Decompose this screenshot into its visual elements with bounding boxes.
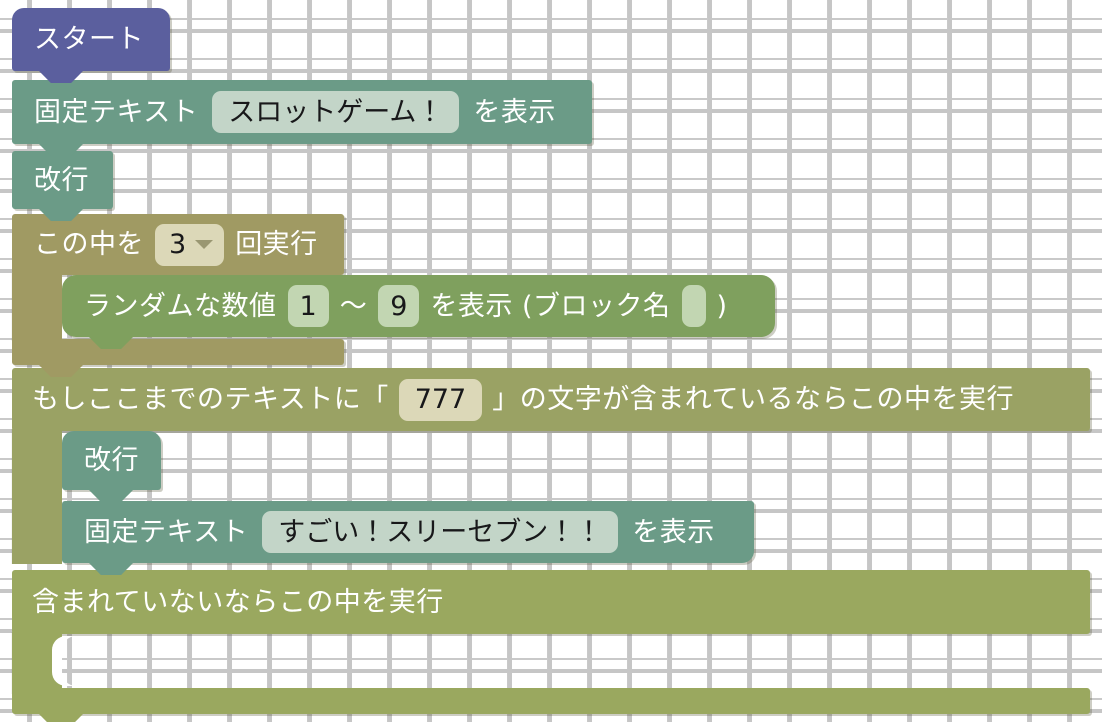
- random-number-block[interactable]: ランダムな数値 1 〜 9 を表示 (ブロック名 ): [62, 275, 775, 349]
- random-prefix-label: ランダムな数値: [84, 290, 277, 322]
- newline-block-1[interactable]: 改行: [12, 151, 113, 221]
- print-text-input-1[interactable]: スロットゲーム！: [212, 91, 460, 133]
- else-block-spine: [12, 632, 62, 694]
- repeat-count-value: 3: [169, 229, 187, 260]
- newline-block-label: 改行: [34, 164, 89, 196]
- repeat-loop-spine: [12, 273, 62, 341]
- print-fixed-text-block-2[interactable]: 固定テキスト すごい！スリーセブン！！ を表示: [62, 501, 754, 575]
- connector-notch-icon: [38, 713, 84, 722]
- else-block-footer[interactable]: [12, 688, 1090, 722]
- else-empty-body-slot[interactable]: [52, 636, 1090, 686]
- random-max-input[interactable]: 9: [378, 285, 420, 327]
- random-min-input[interactable]: 1: [287, 285, 329, 327]
- print-block-suffix-label: を表示: [473, 96, 556, 128]
- newline-block-2[interactable]: 改行: [62, 431, 161, 502]
- random-mid-label: を表示 (ブロック名: [430, 290, 671, 322]
- print-fixed-text-block-1[interactable]: 固定テキスト スロットゲーム！ を表示: [12, 80, 592, 156]
- chevron-down-icon[interactable]: [195, 240, 214, 249]
- else-branch-block[interactable]: 含まれていないならこの中を実行: [12, 570, 1090, 722]
- repeat-loop-footer[interactable]: [12, 339, 344, 377]
- print-block-prefix-label: 固定テキスト: [84, 516, 249, 548]
- start-block[interactable]: スタート: [12, 8, 170, 83]
- repeat-suffix-label: 回実行: [235, 229, 318, 260]
- if-search-text-input[interactable]: 777: [398, 378, 483, 421]
- repeat-prefix-label: この中を: [34, 229, 144, 260]
- newline-block-label: 改行: [84, 445, 139, 476]
- random-suffix-label: ): [716, 290, 728, 322]
- print-text-input-2[interactable]: すごい！スリーセブン！！: [262, 511, 619, 553]
- print-block-suffix-label: を表示: [632, 516, 715, 548]
- if-prefix-label: もしここまでのテキストに「: [32, 384, 389, 415]
- repeat-loop-header[interactable]: この中を 3 回実行: [12, 214, 344, 275]
- range-tilde-label: 〜: [339, 290, 368, 322]
- else-block-header[interactable]: 含まれていないならこの中を実行: [12, 570, 1090, 634]
- if-suffix-label: 」の文字が含まれているならこの中を実行: [492, 384, 1014, 415]
- else-block-label: 含まれていないならこの中を実行: [32, 586, 444, 618]
- repeat-loop-block[interactable]: この中を 3 回実行 ランダムな数値 1 〜 9 を表示 (ブロック名 ): [12, 214, 775, 377]
- if-block-header[interactable]: もしここまでのテキストに「 777 」の文字が含まれているならこの中を実行: [12, 368, 1090, 431]
- if-contains-block[interactable]: もしここまでのテキストに「 777 」の文字が含まれているならこの中を実行 改行…: [12, 368, 1090, 575]
- print-block-prefix-label: 固定テキスト: [34, 96, 199, 128]
- if-block-spine: [12, 429, 62, 564]
- repeat-count-dropdown[interactable]: 3: [155, 223, 225, 266]
- start-block-label: スタート: [34, 24, 144, 55]
- random-block-name-input[interactable]: [681, 285, 706, 327]
